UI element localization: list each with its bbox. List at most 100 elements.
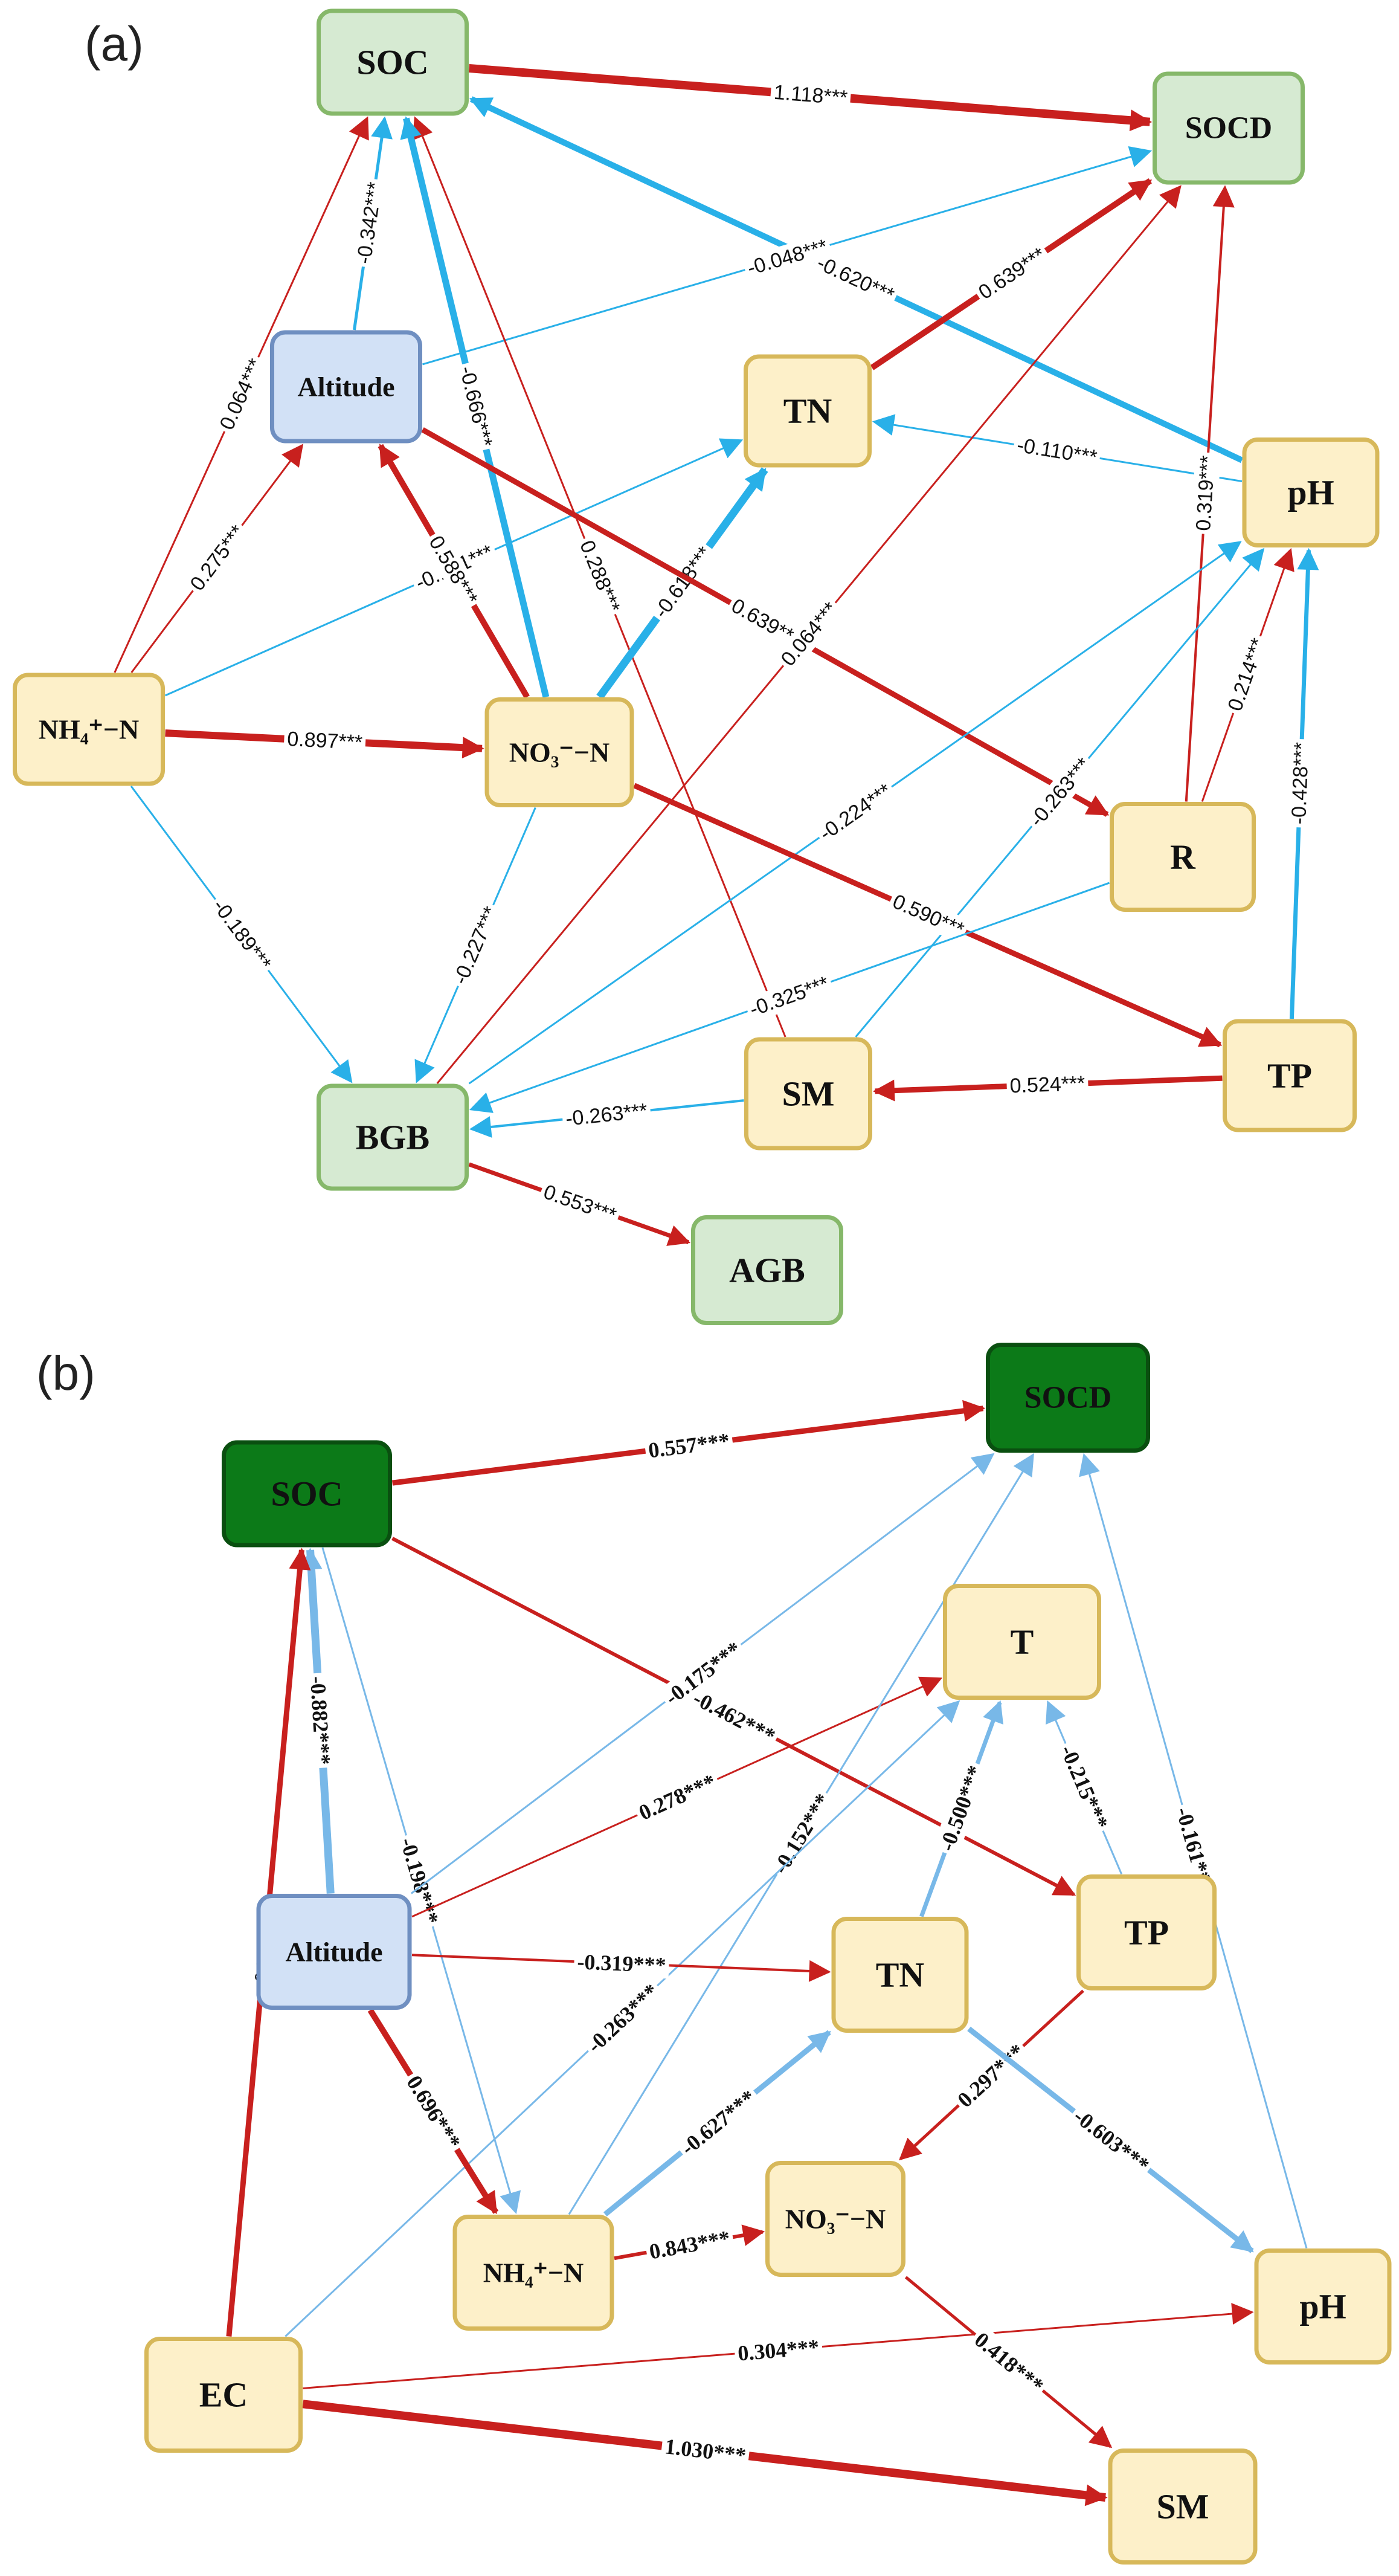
node-box: [317, 1083, 469, 1191]
edge-label-group: -0.462***: [686, 1683, 783, 1751]
node-nh4: NH₄⁺−N: [452, 2215, 614, 2331]
node-box: [744, 1037, 872, 1151]
node-soc: SOC: [222, 1440, 392, 1548]
node-box: [222, 1440, 392, 1548]
edge-label-group: 0.275***: [182, 518, 252, 598]
edge-label-background: [686, 1683, 783, 1751]
edge-label-background: [810, 248, 901, 309]
edge-label-background: [1285, 738, 1315, 828]
node-label: TN: [783, 392, 832, 431]
edge-label-group: 0.557***: [643, 1427, 735, 1465]
edge-label-group: 0.590***: [886, 887, 971, 944]
edge-label-group: 0.319***: [1190, 451, 1221, 535]
node-agb: AGB: [691, 1215, 843, 1325]
edge-label: -0.462***: [689, 1686, 779, 1749]
node-altitude: Altitude: [270, 330, 422, 444]
edge-label-group: 1.118***: [770, 79, 852, 111]
edge-label: -0.666***: [455, 364, 497, 449]
node-box: [1223, 1019, 1357, 1132]
edge-label-background: [399, 2068, 468, 2157]
node-soc: SOC: [317, 8, 469, 116]
edge-label: 0.319***: [1192, 455, 1220, 532]
node-label: pH: [1299, 2287, 1346, 2326]
edge-label-background: [446, 900, 505, 992]
node-label: NH₄⁺−N: [483, 2258, 584, 2288]
edge-label-group: 0.843***: [644, 2224, 735, 2266]
edge-label-group: -0.215***: [1053, 1738, 1116, 1836]
edge-label: 0.696***: [402, 2071, 465, 2154]
edge-label-group: -0.428***: [1285, 738, 1315, 828]
edge-label-background: [643, 1427, 735, 1465]
edge-label: 0.214***: [1223, 635, 1270, 714]
edge-label: 1.030***: [663, 2434, 747, 2467]
edge-label-group: -0.227***: [446, 900, 505, 992]
node-label: EC: [199, 2375, 248, 2415]
node-nh4: NH₄⁺−N: [13, 673, 165, 786]
edge-label: 0.639***: [974, 243, 1050, 304]
edge-label-background: [561, 1097, 652, 1132]
edge-label-background: [1006, 1070, 1089, 1099]
node-box: [484, 697, 634, 807]
edge-label-background: [573, 1948, 670, 1979]
edge-label-background: [1169, 1801, 1221, 1900]
edge-label-group: 1.030***: [660, 2432, 751, 2470]
edge-label: 0.557***: [647, 1428, 731, 1463]
edge-label-background: [966, 2324, 1052, 2401]
edge-label-background: [733, 2333, 823, 2368]
edge-label-background: [1012, 431, 1102, 471]
edge-label-background: [812, 776, 899, 848]
node-tn: TN: [831, 1917, 969, 2033]
edge-label-background: [741, 233, 834, 282]
node-box: [831, 1917, 969, 2033]
panel-a: (a) 1.118***-0.620***-0.048***0.639***-0…: [13, 8, 1380, 1325]
edge-label-group: 0.064***: [213, 352, 270, 437]
node-label: Altitude: [298, 372, 395, 402]
edge-label-background: [1190, 451, 1221, 535]
node-label: NO₃⁻−N: [785, 2204, 886, 2235]
edge-label: -0.152***: [768, 1789, 835, 1877]
edge-label-background: [1022, 750, 1099, 834]
node-box: [1153, 71, 1305, 185]
node-box: [13, 673, 165, 786]
node-sm: SM: [744, 1037, 872, 1151]
edge-label-background: [1066, 2100, 1157, 2181]
panel-a-label: (a): [85, 17, 144, 71]
node-ec: EC: [144, 2337, 303, 2453]
node-box: [144, 2337, 303, 2453]
edge-label-group: -0.627***: [673, 2082, 764, 2163]
edge-label-background: [773, 595, 846, 674]
edge-label-group: -0.110***: [1012, 431, 1102, 471]
node-tp: TP: [1076, 1874, 1217, 1990]
edge-label-group: 0.278***: [632, 1767, 723, 1827]
node-no3: NO₃⁻−N: [765, 2161, 905, 2277]
edge-label: 0.275***: [185, 521, 249, 595]
edge-label: -0.325***: [747, 972, 832, 1021]
edge-label: -0.500***: [934, 1763, 988, 1855]
edge-label-group: 0.524***: [1006, 1070, 1089, 1099]
node-box: [691, 1215, 843, 1325]
edge-label-group: 0.696***: [399, 2068, 468, 2157]
edge-label-group: 0.418***: [966, 2324, 1052, 2401]
node-label: BGB: [356, 1118, 430, 1157]
edge-label: -0.627***: [676, 2085, 760, 2160]
node-label: SOC: [271, 1474, 343, 1514]
edge-label: -0.263***: [564, 1099, 648, 1131]
panel-a-nodes: SOCSOCDAltitudeTNpHNH₄⁺−NNO₃⁻−NRTPSMBGBA…: [13, 8, 1380, 1325]
node-box: [1108, 2448, 1258, 2565]
edge-label: -0.428***: [1287, 742, 1313, 825]
edge-label-group: 0.897***: [283, 726, 367, 756]
node-label: SM: [782, 1074, 835, 1114]
edge-label-group: 0.304***: [733, 2333, 823, 2368]
node-sm: SM: [1108, 2448, 1258, 2565]
node-t: T: [943, 1584, 1101, 1700]
edge-label: 0.064***: [215, 355, 267, 433]
node-label: TN: [876, 1955, 925, 1995]
edge-label: -0.263***: [582, 1979, 663, 2058]
edge-label: 0.297***: [953, 2039, 1029, 2113]
edge-label-background: [422, 528, 485, 612]
node-label: R: [1170, 838, 1196, 877]
edge-label-group: -0.325***: [743, 969, 835, 1024]
edge-label-background: [1053, 1738, 1116, 1836]
